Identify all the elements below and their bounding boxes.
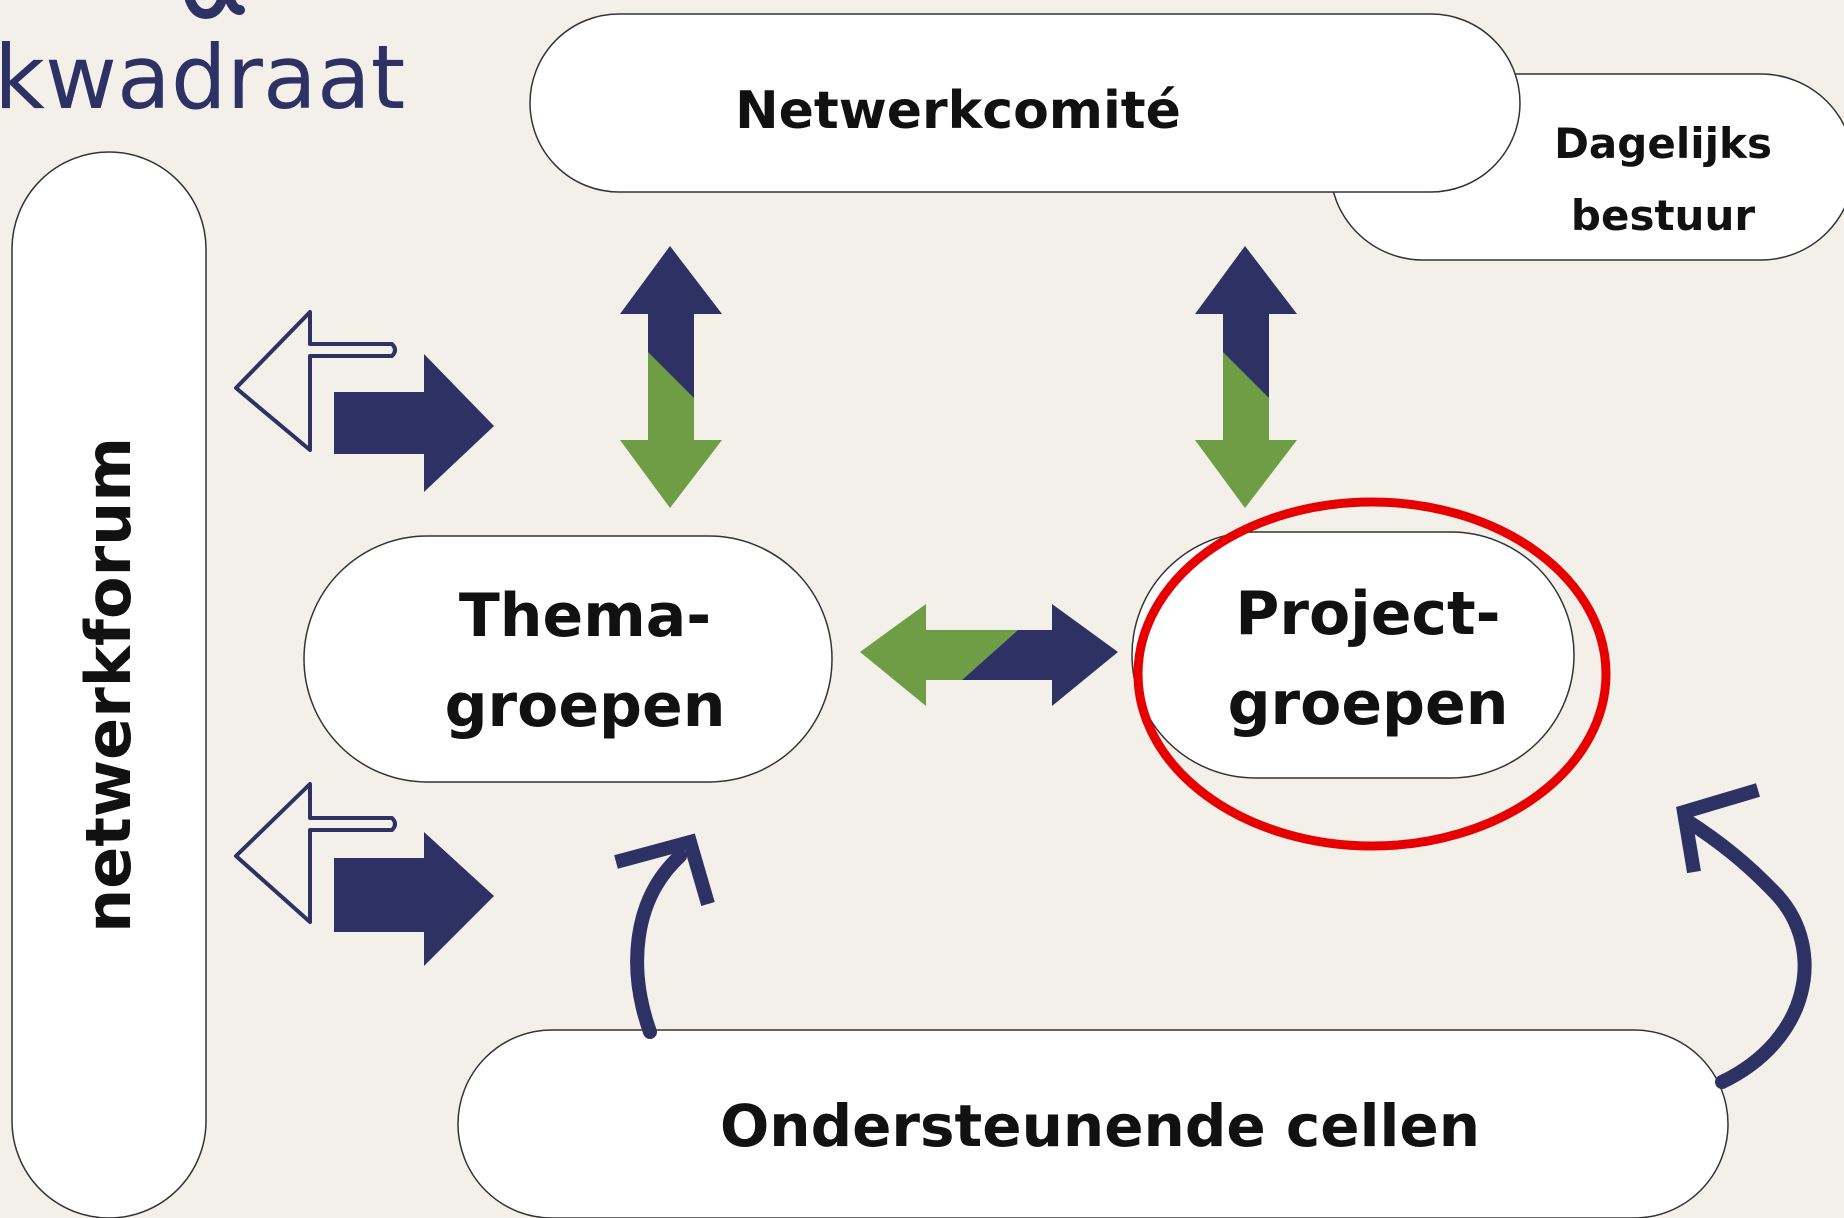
- logo: kwadraat: [0, 0, 405, 129]
- curved-arrow-shaft: [630, 849, 687, 1039]
- curved-arrow-cellen-project: [1676, 783, 1812, 1089]
- arrow-thema-project: [860, 604, 1118, 706]
- curved-arrow-head: [614, 833, 715, 906]
- logo-text: kwadraat: [0, 26, 405, 129]
- arrow-down-green: [1195, 352, 1297, 508]
- arrow-right-navy: [334, 354, 494, 492]
- arrow-left-green: [860, 604, 1018, 706]
- arrow-forum-exchange-bottom: [234, 782, 494, 966]
- netwerkcomite-label: Netwerkcomité: [735, 81, 1181, 141]
- arrow-comite-thema: [620, 246, 722, 508]
- curved-arrow-shaft: [1679, 813, 1812, 1089]
- netwerkcomite-shape: [529, 13, 1521, 193]
- projectgroepen-node: Project- groepen: [1131, 531, 1575, 779]
- projectgroepen-shape: [1131, 531, 1575, 779]
- dagelijks-bestuur-label-line1: Dagelijks: [1554, 119, 1772, 168]
- ondersteunende-cellen-node: Ondersteunende cellen: [457, 1029, 1729, 1218]
- ondersteunende-cellen-label: Ondersteunende cellen: [720, 1092, 1480, 1160]
- curved-arrow-cellen-thema: [614, 833, 715, 1039]
- themagroepen-label-line1: Thema-: [459, 581, 711, 651]
- netwerkforum-node: netwerkforum: [11, 151, 207, 1218]
- netwerkforum-shape: [11, 151, 207, 1218]
- arrow-down-green: [620, 352, 722, 508]
- logo-mark-icon: [185, 0, 245, 20]
- netwerkcomite-node: Netwerkcomité: [529, 13, 1521, 193]
- arrow-left-outline: [234, 310, 397, 452]
- themagroepen-node: Thema- groepen: [303, 535, 833, 783]
- themagroepen-shape: [303, 535, 833, 783]
- arrow-left-outline: [234, 782, 397, 924]
- projectgroepen-label-line1: Project-: [1235, 579, 1500, 649]
- highlight-circle: [1133, 497, 1611, 851]
- arrow-right-navy: [334, 832, 494, 966]
- arrow-right-navy: [962, 604, 1118, 706]
- projectgroepen-label-line2: groepen: [1228, 669, 1509, 739]
- netwerkforum-label: netwerkforum: [72, 437, 145, 933]
- arrow-up-navy: [620, 246, 722, 402]
- dagelijks-bestuur-label-line2: bestuur: [1571, 191, 1755, 240]
- ondersteunende-cellen-shape: [457, 1029, 1729, 1218]
- arrow-comite-project: [1195, 246, 1297, 508]
- themagroepen-label-line2: groepen: [445, 671, 726, 741]
- arrow-forum-exchange-top: [234, 310, 494, 492]
- arrow-up-navy: [1195, 246, 1297, 402]
- curved-arrow-head: [1676, 783, 1760, 874]
